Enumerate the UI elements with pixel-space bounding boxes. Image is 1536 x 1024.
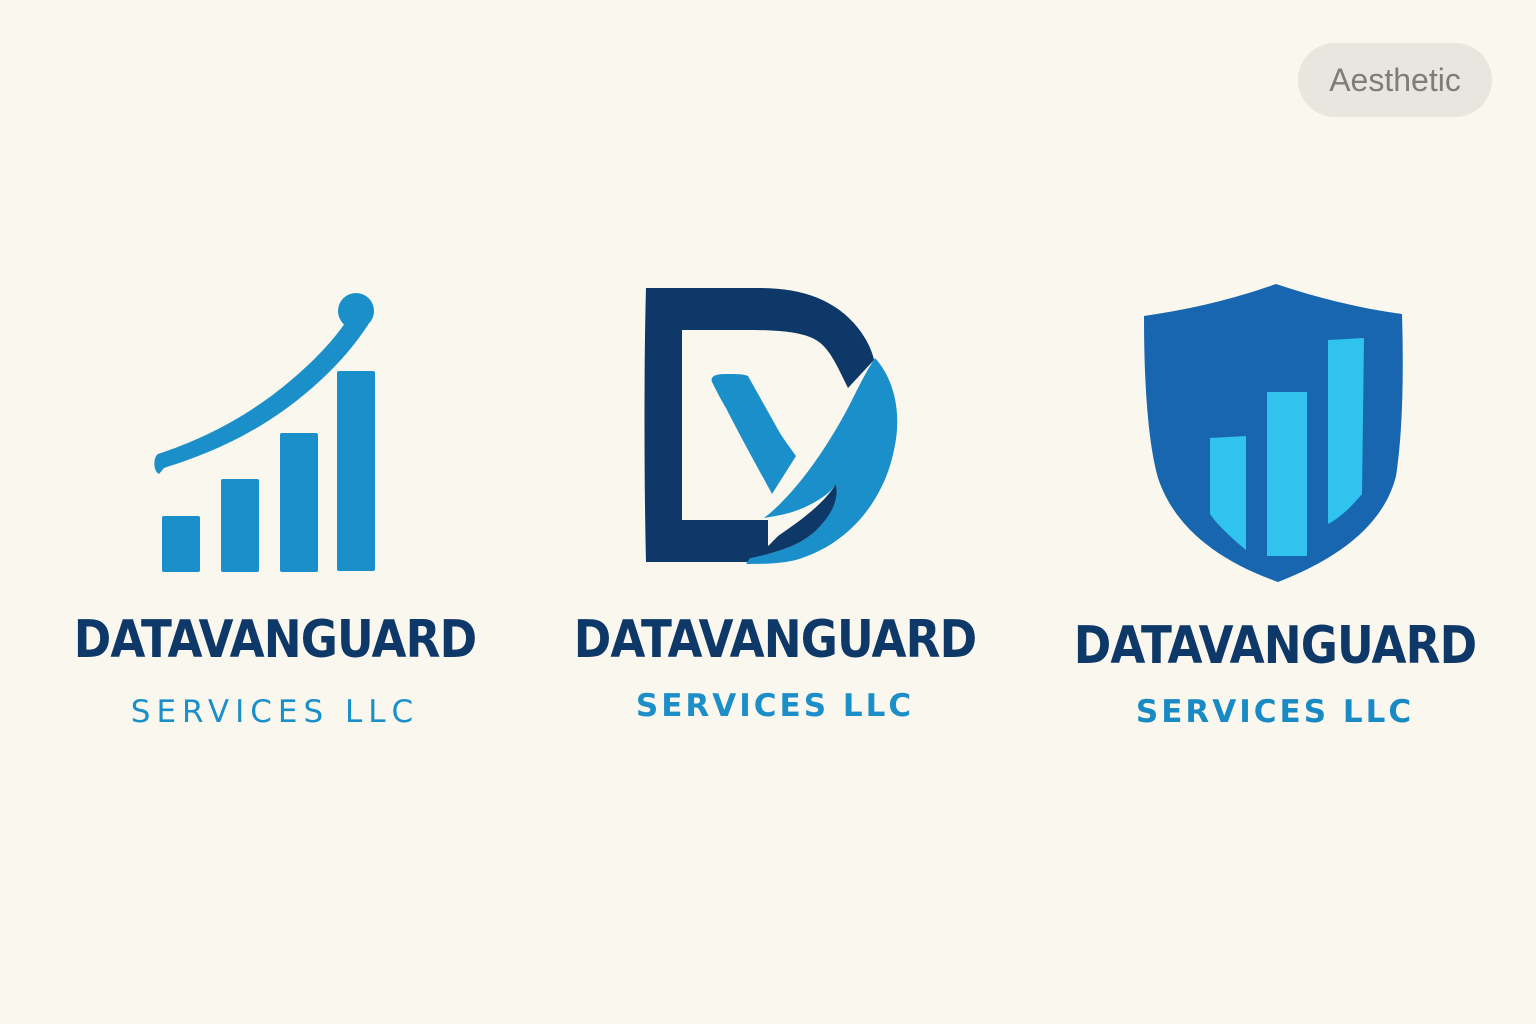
style-tag: Aesthetic	[1298, 43, 1492, 117]
company-tagline: SERVICES LLC	[1135, 694, 1415, 730]
logo-option-1[interactable]: DATAVANGUARD SERVICES LLC	[40, 280, 510, 740]
company-name: DATAVANGUARD	[573, 610, 977, 670]
company-name: DATAVANGUARD	[73, 610, 477, 670]
rising-bar-chart-icon	[154, 293, 375, 572]
company-tagline: SERVICES LLC	[635, 688, 915, 724]
company-tagline: SERVICES LLC	[130, 694, 420, 730]
shield-bar-chart-icon	[1144, 284, 1403, 582]
logo-option-2[interactable]: DATAVANGUARD SERVICES LLC	[540, 280, 1010, 740]
logo-option-3[interactable]: DATAVANGUARD SERVICES LLC	[1040, 280, 1510, 740]
company-name: DATAVANGUARD	[1073, 616, 1477, 676]
letter-d-monogram-icon	[644, 288, 898, 564]
